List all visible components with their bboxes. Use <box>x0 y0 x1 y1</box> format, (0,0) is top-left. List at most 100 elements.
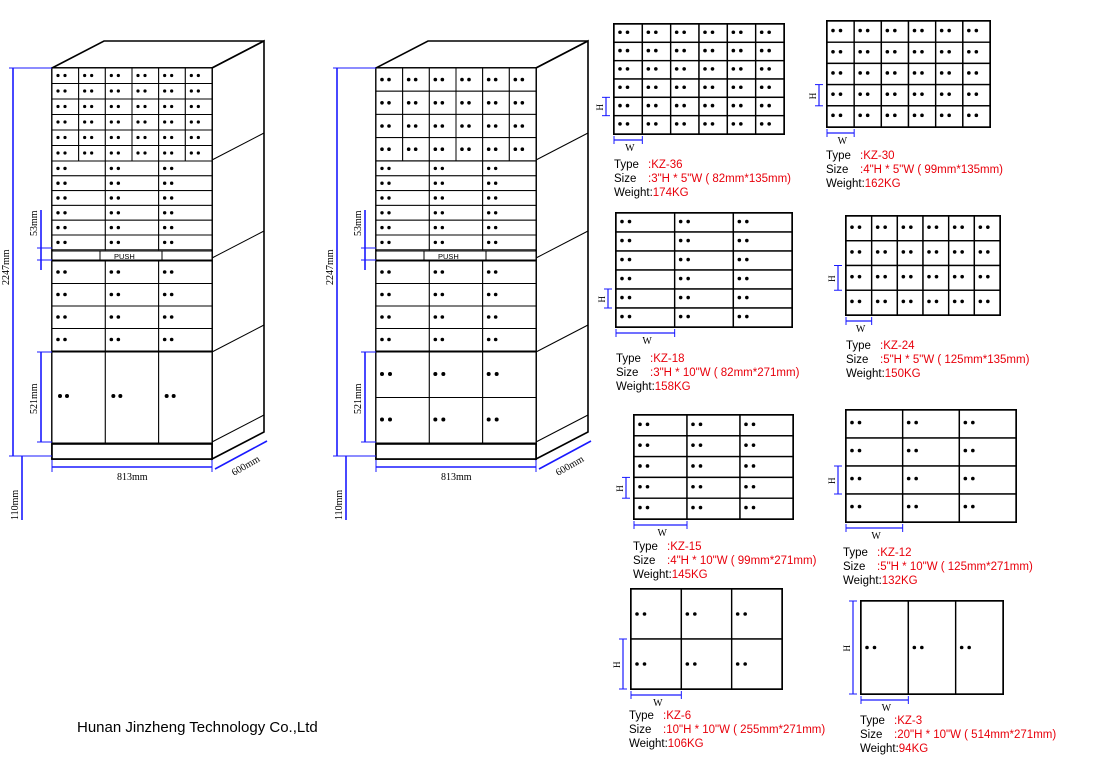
keyhole-dot <box>883 299 887 304</box>
keyhole-dot <box>960 225 964 229</box>
model-cell <box>958 409 1017 439</box>
keyhole-dot <box>885 71 890 75</box>
keyhole-dot <box>674 85 679 90</box>
keyhole-dot <box>56 104 60 109</box>
keyhole-dot <box>967 92 971 96</box>
keyhole-dot <box>978 274 983 279</box>
keyhole-dot <box>978 299 983 304</box>
keyhole-dot <box>678 238 683 243</box>
keyhole-dot <box>739 122 743 126</box>
keyhole-dot <box>380 196 384 200</box>
keyhole-dot <box>493 270 498 274</box>
keyhole-dot <box>493 196 498 200</box>
keyhole-dot <box>380 147 384 151</box>
keyhole-dot <box>618 103 622 108</box>
keyhole-dot <box>674 48 679 53</box>
keyhole-dot <box>751 505 756 510</box>
keyhole-dot <box>939 28 944 33</box>
keyhole-dot <box>737 295 742 300</box>
keyhole-dot <box>967 113 971 118</box>
keyhole-dot <box>865 113 870 118</box>
keyhole-dot <box>952 299 957 304</box>
keyhole-dot <box>56 315 60 319</box>
box-cell <box>375 260 430 284</box>
keyhole-dot <box>858 49 862 54</box>
box-cell <box>158 219 213 236</box>
keyhole-dot <box>406 147 411 151</box>
keyhole-dot <box>865 92 870 96</box>
keyhole-dot <box>162 166 167 171</box>
keyhole-dot <box>109 270 114 274</box>
box-cell <box>158 328 213 352</box>
keyhole-dot <box>169 166 174 171</box>
keyhole-dot <box>109 166 114 171</box>
keyhole-dot <box>65 394 69 398</box>
model-grid-4: WH <box>827 215 1001 335</box>
dim-h-label: H <box>827 275 837 282</box>
keyhole-dot <box>387 101 391 105</box>
keyhole-dot <box>63 270 67 274</box>
keyhole-dot <box>831 92 835 96</box>
box-cell <box>428 190 484 206</box>
keyhole-dot <box>850 448 854 453</box>
keyhole-dot <box>440 240 445 245</box>
keyhole-dot <box>703 48 707 53</box>
keyhole-dot <box>759 30 764 35</box>
keyhole-dot <box>857 420 862 425</box>
keyhole-dot <box>642 662 647 666</box>
keyhole-dot <box>486 315 491 319</box>
keyhole-dot <box>857 504 862 509</box>
box-cell <box>375 219 430 236</box>
model-cell <box>860 600 910 695</box>
keyhole-dot <box>136 120 140 124</box>
size-value: :5"H * 10"W ( 125mm*271mm) <box>877 561 1033 573</box>
keyhole-dot <box>116 196 121 200</box>
keyhole-dot <box>912 92 917 96</box>
dim-large-row-label: 521mm <box>353 383 364 414</box>
keyhole-dot <box>654 103 658 108</box>
box-cell <box>104 204 160 221</box>
keyhole-dot <box>767 103 771 108</box>
keyhole-dot <box>387 315 391 319</box>
box-cell <box>104 305 160 329</box>
keyhole-dot <box>638 484 642 489</box>
keyhole-dot <box>971 420 975 425</box>
keyhole-dot <box>513 147 518 151</box>
keyhole-dot <box>143 120 147 124</box>
keyhole-dot <box>380 337 384 342</box>
box-cell <box>482 219 537 236</box>
keyhole-dot <box>920 645 924 650</box>
keyhole-dot <box>618 122 622 126</box>
keyhole-dot <box>486 292 491 297</box>
keyhole-dot <box>380 124 384 128</box>
keyhole-dot <box>654 30 658 35</box>
keyhole-dot <box>109 337 114 342</box>
keyhole-dot <box>682 67 686 71</box>
keyhole-dot <box>646 67 651 71</box>
model-cell <box>633 497 688 520</box>
keyhole-dot <box>654 67 658 71</box>
keyhole-dot <box>494 417 499 422</box>
box-cell <box>51 190 106 206</box>
keyhole-dot <box>893 71 897 75</box>
box-cell <box>104 190 160 206</box>
keyhole-dot <box>850 420 854 425</box>
keyhole-dot <box>620 295 624 300</box>
keyhole-dot <box>486 166 491 171</box>
size-value: :5"H * 5"W ( 125mm*135mm) <box>880 354 1030 366</box>
keyhole-dot <box>433 270 438 274</box>
keyhole-dot <box>850 225 854 229</box>
model-cell <box>732 269 793 290</box>
company-name: Hunan Jinzheng Technology Co.,Ltd <box>77 719 318 736</box>
keyhole-dot <box>743 662 747 666</box>
keyhole-dot <box>618 48 622 53</box>
keyhole-dot <box>627 295 632 300</box>
keyhole-dot <box>486 77 491 82</box>
dim-h-label: H <box>595 104 605 111</box>
keyhole-dot <box>850 274 854 279</box>
keyhole-dot <box>739 30 743 35</box>
keyhole-dot <box>467 101 471 105</box>
keyhole-dot <box>710 103 715 108</box>
keyhole-dot <box>959 645 964 650</box>
model-cell <box>673 307 735 328</box>
